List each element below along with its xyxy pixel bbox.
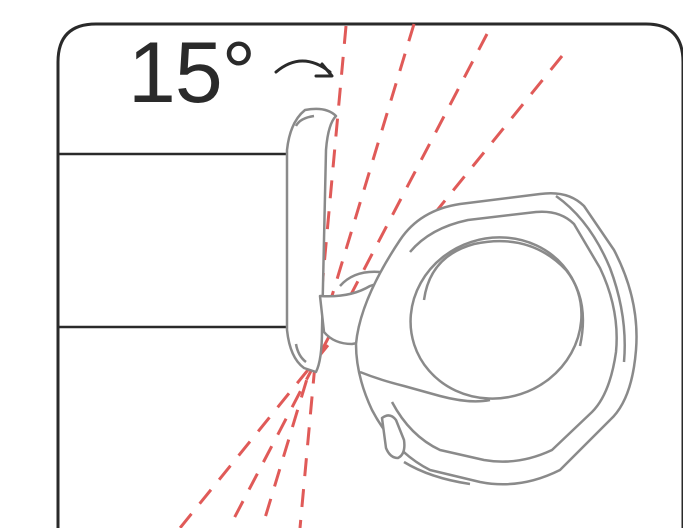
camera-inner-shell: [390, 210, 618, 463]
wall-bracket: [285, 107, 338, 374]
ray-2: [260, 23, 416, 528]
camera-back-edge: [555, 194, 626, 363]
camera-bottom-band: [359, 370, 491, 403]
ray-4: [178, 55, 564, 528]
panel-frame: [56, 22, 683, 528]
camera-body: [354, 192, 638, 486]
tilt-angle-label: 15°: [128, 25, 256, 121]
camera-lens-ring: [422, 239, 585, 347]
camera-lower-curve: [403, 460, 471, 486]
camera-clip: [380, 414, 406, 460]
rotation-arrow-icon: [274, 59, 334, 78]
